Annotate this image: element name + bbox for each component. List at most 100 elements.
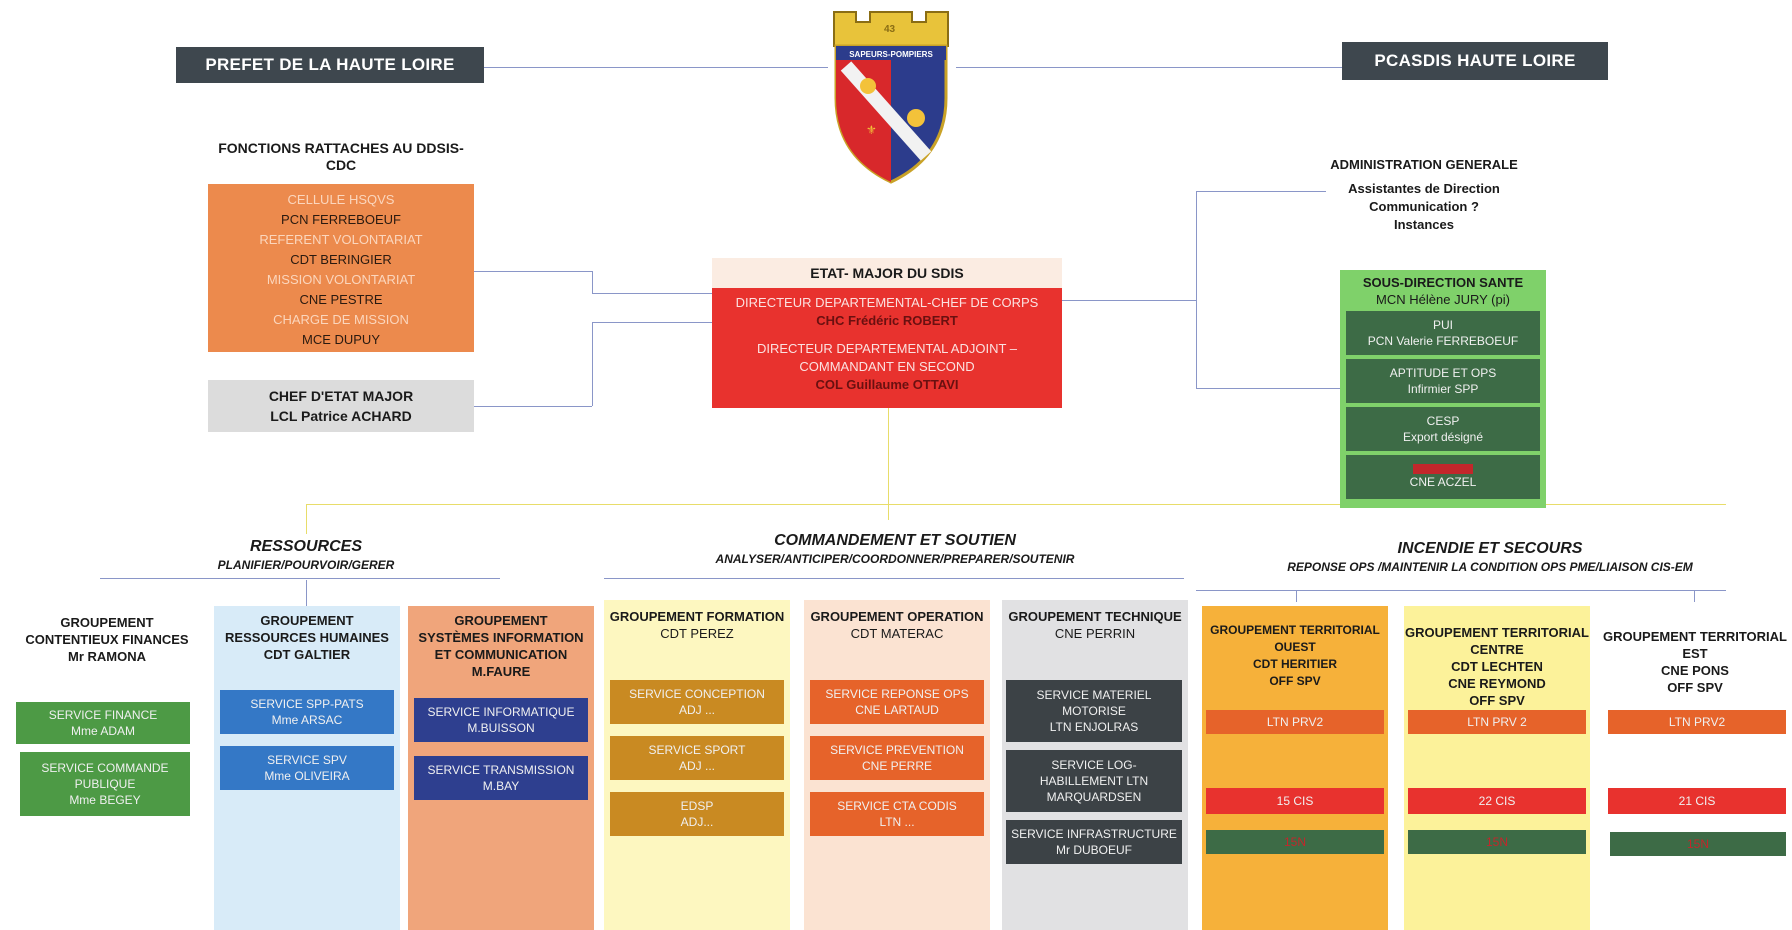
etat-major-l5: COL Guillaume OTTAVI — [815, 377, 959, 392]
service-name: ADJ ... — [678, 759, 715, 773]
groupement-si: GROUPEMENT SYSTÈMES INFORMATION ET COMMU… — [408, 606, 594, 930]
header-line: GROUPEMENT — [454, 613, 548, 628]
section-commandement: COMMANDEMENT ET SOUTIEN ANALYSER/ANTICIP… — [690, 532, 1100, 566]
sante-item: PUI PCN Valerie FERREBOEUF — [1346, 311, 1540, 355]
connector-fonctions — [474, 271, 592, 272]
service-title: SERVICE INFORMATIQUE — [427, 705, 575, 719]
etat-major-box: DIRECTEUR DEPARTEMENTAL-CHEF DE CORPS CH… — [712, 288, 1062, 408]
sante-subtitle: MCN Hélène JURY (pi) — [1376, 292, 1510, 307]
service-name: CNE LARTAUD — [855, 703, 939, 717]
ouest-bottom: 15N — [1206, 830, 1384, 854]
service-sport: SERVICE SPORT ADJ ... — [610, 736, 784, 780]
service-title-2: PUBLIQUE — [74, 777, 136, 791]
groupement-finances-header: GROUPEMENT CONTENTIEUX FINANCES Mr RAMON… — [14, 614, 200, 665]
groupement-operation: GROUPEMENT OPERATION CDT MATERAC SERVICE… — [804, 600, 990, 930]
groupement-si-header: GROUPEMENT SYSTÈMES INFORMATION ET COMMU… — [408, 612, 594, 680]
groupement-territorial-est: GROUPEMENT TERRITORIAL EST CNE PONS OFF … — [1602, 606, 1788, 930]
groupement-technique: GROUPEMENT TECHNIQUE CNE PERRIN SERVICE … — [1002, 600, 1188, 930]
service-edsp: EDSP ADJ... — [610, 792, 784, 836]
connector-ouest-v — [1296, 590, 1297, 602]
etat-major-l3: DIRECTEUR DEPARTEMENTAL ADJOINT – — [756, 341, 1018, 356]
chef-etat-major-box: CHEF D'ETAT MAJOR LCL Patrice ACHARD — [208, 380, 474, 432]
cis-label: 15 CIS — [1276, 794, 1314, 808]
fonctions-title-1: FONCTIONS RATTACHES AU DDSIS- — [218, 140, 464, 156]
groupement-ouest-header: GROUPEMENT TERRITORIAL OUEST CDT HERITIE… — [1202, 622, 1388, 690]
underline-ressources — [100, 578, 500, 579]
centre-ltn: LTN PRV 2 — [1408, 710, 1586, 734]
est-cis: 21 CIS — [1608, 788, 1786, 814]
centre-cis: 22 CIS — [1408, 788, 1586, 814]
sante-header: SOUS-DIRECTION SANTE MCN Hélène JURY (pi… — [1346, 274, 1540, 308]
groupement-technique-header: GROUPEMENT TECHNIQUE CNE PERRIN — [1002, 608, 1188, 642]
bottom-label: 15N — [1686, 837, 1709, 851]
fonctions-box: CELLULE HSQVS PCN FERREBOEUF REFERENT VO… — [208, 184, 474, 352]
chef-etat-major-title: CHEF D'ETAT MAJOR — [268, 388, 414, 404]
service-finance: SERVICE FINANCE Mme ADAM — [16, 702, 190, 744]
service-title: SERVICE CTA CODIS — [837, 799, 957, 813]
header-line: OUEST — [1274, 640, 1316, 654]
fonction-item: MCE DUPUY — [301, 332, 380, 347]
header-line: GROUPEMENT TECHNIQUE — [1008, 609, 1182, 624]
connector-prefet-logo — [484, 67, 828, 68]
pcasdis-bar: PCASDIS HAUTE LOIRE — [1342, 42, 1608, 80]
header-line: GROUPEMENT TERRITORIAL — [1210, 623, 1380, 637]
service-name: ADJ... — [680, 815, 714, 829]
service-name: MARQUARDSEN — [1046, 790, 1142, 804]
header-line: CNE PONS — [1661, 663, 1729, 678]
crest-text: SAPEURS-POMPIERS — [849, 50, 933, 59]
header-line: CDT GALTIER — [263, 647, 351, 662]
service-materiel-motorise: SERVICE MATERIEL MOTORISE LTN ENJOLRAS — [1006, 680, 1182, 742]
fonction-item: CELLULE HSQVS — [287, 192, 395, 207]
groupement-centre-header: GROUPEMENT TERRITORIAL CENTRE CDT LECHTE… — [1404, 624, 1590, 709]
service-name: Mme ARSAC — [271, 713, 343, 727]
header-line: RESSOURCES HUMAINES — [225, 630, 389, 645]
connector-sante-v — [1196, 300, 1197, 388]
sante-item: APTITUDE ET OPS Infirmier SPP — [1346, 359, 1540, 403]
groupement-est-header: GROUPEMENT TERRITORIAL EST CNE PONS OFF … — [1602, 628, 1788, 696]
header-line: OFF SPV — [1469, 693, 1525, 708]
sante-title: SOUS-DIRECTION SANTE — [1362, 275, 1524, 290]
service-name: ADJ ... — [678, 703, 715, 717]
header-line: CDT HERITIER — [1253, 657, 1337, 671]
header-line: CONTENTIEUX FINANCES — [25, 632, 189, 647]
groupement-operation-header: GROUPEMENT OPERATION CDT MATERAC — [804, 608, 990, 642]
service-cta-codis: SERVICE CTA CODIS LTN ... — [810, 792, 984, 836]
header-line: Mr RAMONA — [68, 649, 146, 664]
groupement-territorial-ouest: GROUPEMENT TERRITORIAL OUEST CDT HERITIE… — [1202, 606, 1388, 930]
service-title: SERVICE FINANCE — [48, 708, 158, 722]
connector-rh-v — [306, 580, 307, 610]
administration-box: ADMINISTRATION GENERALE Assistantes de D… — [1326, 156, 1522, 234]
section-commandement-subtitle: ANALYSER/ANTICIPER/COORDONNER/PREPARER/S… — [715, 552, 1075, 566]
header-line: GROUPEMENT — [260, 613, 354, 628]
service-conception: SERVICE CONCEPTION ADJ ... — [610, 680, 784, 724]
service-transmission: SERVICE TRANSMISSION M.BAY — [414, 756, 588, 800]
service-name: M.BUISSON — [467, 721, 535, 735]
header-line: GROUPEMENT OPERATION — [810, 609, 984, 624]
service-title: SERVICE SPV — [267, 753, 347, 767]
connector-admin — [1062, 300, 1196, 301]
header-line: EST — [1682, 646, 1708, 661]
service-prevention: SERVICE PREVENTION CNE PERRE — [810, 736, 984, 780]
underline-commandement — [604, 578, 1184, 579]
service-spv: SERVICE SPV Mme OLIVEIRA — [220, 746, 394, 790]
cis-label: 21 CIS — [1678, 794, 1716, 808]
connector-chef — [474, 406, 592, 407]
service-name: LTN ... — [879, 815, 915, 829]
centre-bottom: 15N — [1408, 830, 1586, 854]
fonction-item: PCN FERREBOEUF — [281, 212, 401, 227]
header-line: CNE PERRIN — [1054, 626, 1136, 641]
prefet-label: PREFET DE LA HAUTE LOIRE — [205, 55, 455, 74]
service-name: Mme OLIVEIRA — [264, 769, 350, 783]
groupement-rh-header: GROUPEMENT RESSOURCES HUMAINES CDT GALTI… — [214, 612, 400, 663]
service-name: Mme BEGEY — [69, 793, 141, 807]
service-title: EDSP — [680, 799, 714, 813]
service-infrastructure: SERVICE INFRASTRUCTURE Mr DUBOEUF — [1006, 820, 1182, 864]
connector-est-v — [1694, 590, 1695, 602]
section-ressources-title: RESSOURCES — [249, 538, 363, 555]
etat-major-l4: COMMANDANT EN SECOND — [799, 359, 975, 374]
pcasdis-label: PCASDIS HAUTE LOIRE — [1374, 51, 1576, 70]
section-incendie: INCENDIE ET SECOURS REPONSE OPS /MAINTEN… — [1250, 540, 1730, 574]
fonctions-title: FONCTIONS RATTACHES AU DDSIS- CDC — [208, 140, 474, 174]
service-title: SERVICE LOG- — [1051, 758, 1137, 772]
groupement-territorial-centre: GROUPEMENT TERRITORIAL CENTRE CDT LECHTE… — [1404, 606, 1590, 930]
